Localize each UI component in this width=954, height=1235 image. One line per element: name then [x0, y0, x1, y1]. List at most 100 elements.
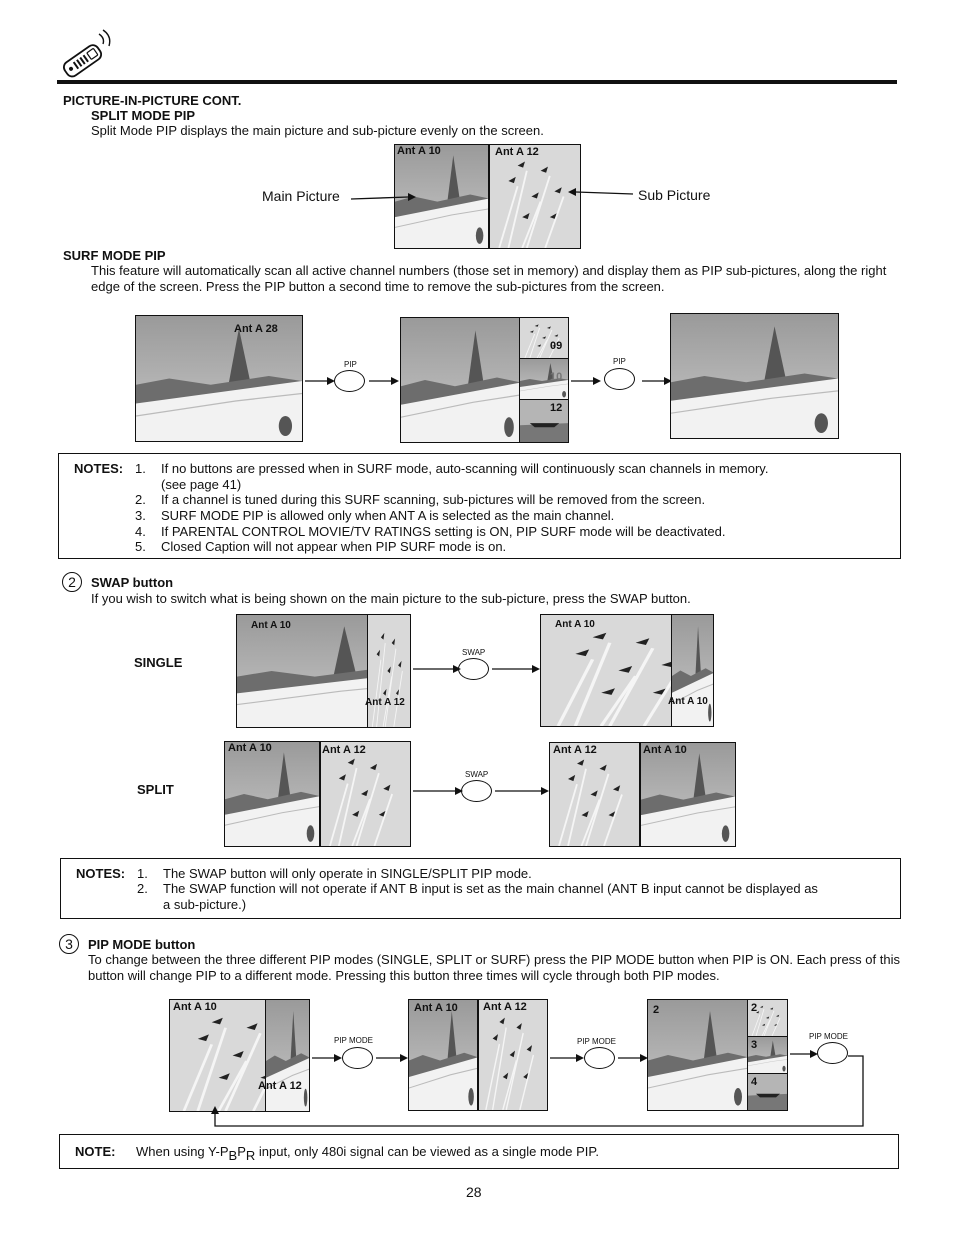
swap-btn-label-2: SWAP — [465, 770, 489, 779]
swap-split-after: Ant A 12 Ant A 10 — [549, 742, 736, 847]
swap-split-before: Ant A 10 Ant A 12 — [224, 741, 411, 847]
swap-single-before: Ant A 10 Ant A 12 — [236, 614, 411, 728]
pipmode-btn-label-2: PIP MODE — [577, 1037, 616, 1046]
pip-mode-button-3[interactable] — [817, 1042, 848, 1064]
sub-picture-label: Sub Picture — [638, 187, 711, 203]
notes-item-num: 4. — [135, 524, 146, 539]
pipmode-surf-ch-2: 2 — [751, 1002, 758, 1014]
notes-box-surf: NOTES: 1. If no buttons are pressed when… — [58, 453, 901, 559]
surf-arrow-1 — [305, 377, 335, 385]
swap-title: SWAP button — [91, 575, 174, 590]
swap-single-after-main-label: Ant A 10 — [555, 619, 595, 630]
notes-item-text: a sub-picture.) — [163, 897, 247, 912]
step-marker-3: 3 — [59, 934, 79, 954]
notes-item-num: 2. — [135, 492, 146, 507]
split-mode-screen: Ant A 10 Ant A 12 — [394, 144, 581, 249]
notes-box-swap: NOTES: 1. The SWAP button will only oper… — [60, 858, 901, 919]
pipmode-surf-ch-4: 4 — [751, 1076, 758, 1088]
swap-arrow-1 — [413, 665, 461, 673]
pip-button-2[interactable] — [604, 368, 635, 390]
swap-button-1[interactable] — [458, 658, 489, 680]
swap-single-main-label: Ant A 10 — [251, 620, 291, 631]
swap-arrow-4 — [495, 787, 549, 795]
split-left-label: Ant A 10 — [397, 145, 441, 157]
surf-screen-3 — [670, 313, 839, 439]
split-mode-desc: Split Mode PIP displays the main picture… — [91, 123, 544, 138]
swap-split-after-right-label: Ant A 10 — [643, 744, 687, 756]
swap-arrow-2 — [492, 665, 540, 673]
pipmode-btn-label-3: PIP MODE — [809, 1032, 848, 1041]
header-rule — [57, 80, 897, 84]
section-title: PICTURE-IN-PICTURE CONT. — [63, 93, 242, 108]
notes-item-text: The SWAP button will only operate in SIN… — [163, 866, 532, 881]
swap-btn-label-1: SWAP — [462, 648, 486, 657]
note-sub-r: R — [245, 1148, 256, 1163]
surf-ch-10: 10 — [550, 371, 563, 383]
note-text-a: When using Y-P — [136, 1144, 229, 1159]
note-text-b: input, only 480i signal can be viewed as… — [255, 1144, 600, 1159]
swap-single-after: Ant A 10 Ant A 10 — [540, 614, 714, 727]
pipmode-split-right-label: Ant A 12 — [483, 1001, 527, 1013]
pipmode-desc: To change between the three different PI… — [88, 952, 900, 983]
notes-item-num: 1. — [137, 866, 148, 881]
pipmode-arrow-4 — [618, 1054, 648, 1062]
note-sub-b: B — [228, 1148, 238, 1163]
pipmode-surf-ch-3: 3 — [751, 1039, 758, 1051]
surf-screen-1: Ant A 28 — [135, 315, 303, 442]
swap-button-2[interactable] — [461, 780, 492, 802]
notes-item-num: 2. — [137, 881, 148, 896]
surf-pip-label-1: PIP — [344, 360, 357, 369]
pipmode-arrow-5 — [790, 1050, 818, 1058]
pipmode-arrow-1 — [312, 1054, 342, 1062]
notes-item-num: 1. — [135, 461, 146, 476]
pipmode-single-sub-label: Ant A 12 — [258, 1080, 302, 1092]
pipmode-btn-label-1: PIP MODE — [334, 1036, 373, 1045]
surf-mode-desc: This feature will automatically scan all… — [91, 263, 887, 294]
swap-desc: If you wish to switch what is being show… — [91, 591, 691, 606]
pipmode-surf-main-label: 2 — [653, 1004, 660, 1016]
surf-arrow-2 — [369, 377, 399, 385]
swap-single-sub-label: Ant A 12 — [365, 697, 405, 708]
pipmode-loop-arrow — [211, 1055, 864, 1127]
swap-arrow-3 — [413, 787, 463, 795]
pipmode-split-left-label: Ant A 10 — [414, 1002, 458, 1014]
pipmode-arrow-3 — [550, 1054, 584, 1062]
surf-pip-label-2: PIP — [613, 357, 626, 366]
pipmode-arrow-2 — [376, 1054, 408, 1062]
pip-button-1[interactable] — [334, 370, 365, 392]
notes-item-text: SURF MODE PIP is allowed only when ANT A… — [161, 508, 615, 523]
pip-mode-button-2[interactable] — [584, 1047, 615, 1069]
notes-item-num: 5. — [135, 539, 146, 554]
surf-mode-title: SURF MODE PIP — [63, 248, 166, 263]
sub-picture-arrow — [568, 188, 634, 196]
note-box-ypbpr: NOTE: When using Y-PBPR input, only 480i… — [59, 1134, 899, 1169]
swap-split-after-left-label: Ant A 12 — [553, 744, 597, 756]
notes-heading: NOTES: — [76, 866, 126, 881]
step-marker-2: 2 — [62, 572, 82, 592]
pipmode-title: PIP MODE button — [88, 937, 196, 952]
notes-item-num: 3. — [135, 508, 146, 523]
remote-control-icon — [55, 28, 111, 80]
pipmode-single-main-label: Ant A 10 — [173, 1001, 217, 1013]
swap-single-after-sub-label: Ant A 10 — [668, 696, 708, 707]
pip-mode-button-1[interactable] — [342, 1047, 373, 1069]
pipmode-surf: 2 2 3 4 — [647, 999, 788, 1111]
single-label: SINGLE — [134, 655, 183, 670]
surf-screen-2: 09 10 12 — [400, 317, 569, 443]
notes-item-text: (see page 41) — [161, 477, 242, 492]
swap-split-right-label: Ant A 12 — [322, 744, 366, 756]
notes-item-text: If PARENTAL CONTROL MOVIE/TV RATINGS set… — [161, 524, 726, 539]
split-mode-title: SPLIT MODE PIP — [91, 108, 196, 123]
pipmode-split: Ant A 10 Ant A 12 — [408, 999, 548, 1111]
split-right-label: Ant A 12 — [495, 146, 539, 158]
notes-item-text: If a channel is tuned during this SURF s… — [161, 492, 706, 507]
split-label: SPLIT — [137, 782, 174, 797]
notes-item-text: The SWAP function will not operate if AN… — [163, 881, 818, 896]
notes-item-text: If no buttons are pressed when in SURF m… — [161, 461, 769, 476]
page-number: 28 — [466, 1184, 482, 1200]
surf-arrow-4 — [642, 377, 672, 385]
surf-arrow-3 — [571, 377, 601, 385]
notes-item-text: Closed Caption will not appear when PIP … — [161, 539, 507, 554]
surf-ch-09: 09 — [550, 340, 563, 352]
main-picture-label: Main Picture — [262, 188, 340, 204]
